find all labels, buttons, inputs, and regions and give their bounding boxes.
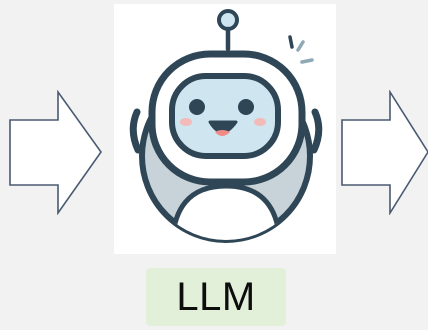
robot-icon xyxy=(129,9,323,243)
robot-illustration xyxy=(114,4,336,254)
right-arrow-icon xyxy=(340,90,428,215)
llm-label: LLM xyxy=(146,268,286,326)
left-arrow-icon xyxy=(8,90,103,215)
